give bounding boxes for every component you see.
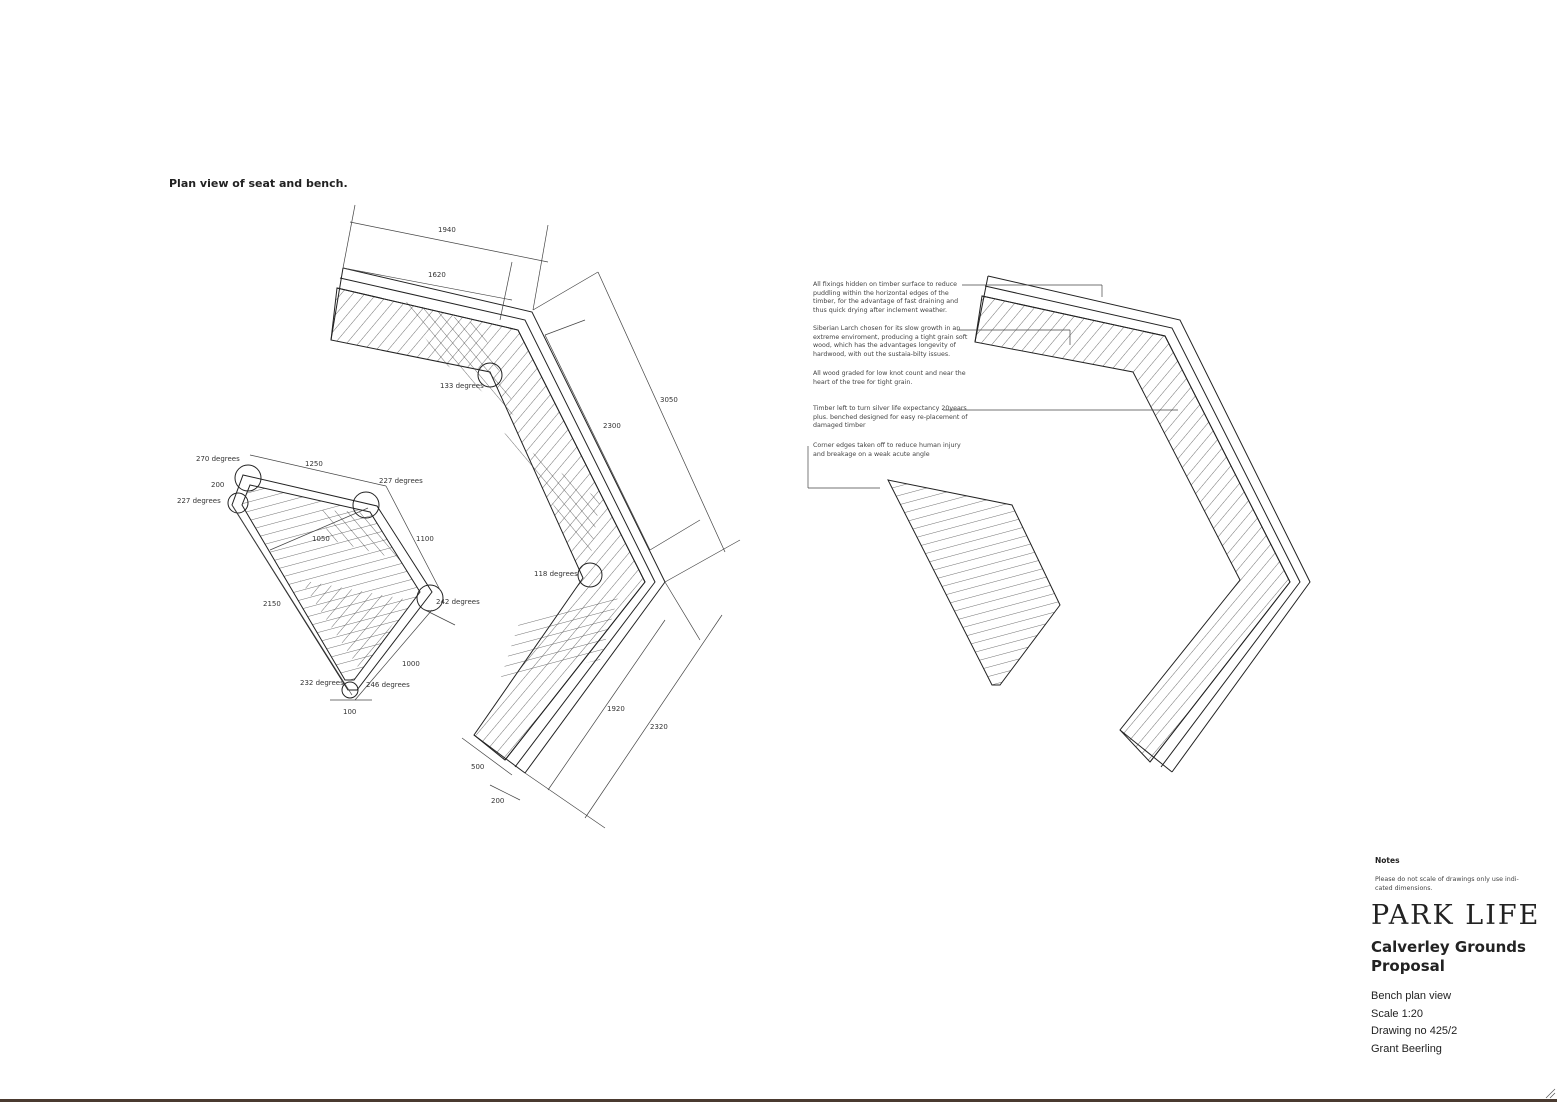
project-title: Calverley Grounds Proposal bbox=[1371, 938, 1526, 975]
dim-2150: 2150 bbox=[263, 600, 281, 608]
drawing-title: Plan view of seat and bench. bbox=[169, 177, 348, 190]
dimension-labels: 1940 1620 3050 2300 133 degrees 118 degr… bbox=[177, 226, 678, 805]
bench-right bbox=[974, 275, 1311, 773]
annotation-fixings: All fixings hidden on timber surface to … bbox=[813, 281, 959, 314]
bench-left bbox=[330, 267, 666, 774]
scale-text: Scale 1:20 bbox=[1371, 1007, 1423, 1020]
drawing-number: Drawing no 425/2 bbox=[1371, 1025, 1458, 1037]
table-left bbox=[227, 362, 603, 699]
dim-2300: 2300 bbox=[603, 422, 621, 430]
dim-1940: 1940 bbox=[438, 226, 456, 234]
dim-1920: 1920 bbox=[607, 705, 625, 713]
notes-text: Please do not scale of drawings only use… bbox=[1375, 876, 1519, 892]
angle-227-right: 227 degrees bbox=[379, 477, 423, 485]
annotation-larch: Siberian Larch chosen for its slow growt… bbox=[813, 325, 968, 358]
dim-1100: 1100 bbox=[416, 535, 434, 543]
annotation-corners: Corner edges taken off to reduce human i… bbox=[813, 442, 961, 458]
angle-246: 246 degrees bbox=[366, 681, 410, 689]
author: Grant Beerling bbox=[1371, 1042, 1442, 1055]
table-right bbox=[887, 479, 1061, 686]
angle-133: 133 degrees bbox=[440, 382, 484, 390]
dim-2320: 2320 bbox=[650, 723, 668, 731]
annotation-silver: Timber left to turn silver life expectan… bbox=[813, 405, 968, 430]
angle-270: 270 degrees bbox=[196, 455, 240, 463]
dim-500: 500 bbox=[471, 763, 484, 771]
dim-1000: 1000 bbox=[402, 660, 420, 668]
resize-grip-icon[interactable] bbox=[1545, 1088, 1556, 1099]
bottom-border bbox=[0, 1099, 1557, 1102]
angle-242: 242 degrees bbox=[436, 598, 480, 606]
angle-118: 118 degrees bbox=[534, 570, 578, 578]
leader-lines bbox=[807, 284, 1178, 489]
notes-heading: Notes bbox=[1375, 856, 1400, 865]
park-life-logo: PARK LIFE bbox=[1371, 900, 1541, 931]
dim-3050: 3050 bbox=[660, 396, 678, 404]
dim-1620: 1620 bbox=[428, 271, 446, 279]
drawing-title-text: Bench plan view bbox=[1371, 990, 1452, 1002]
dim-1250: 1250 bbox=[305, 460, 323, 468]
angle-232: 232 degrees bbox=[300, 679, 344, 687]
annotation-grading: All wood graded for low knot count and n… bbox=[813, 370, 966, 386]
dim-1050: 1050 bbox=[312, 535, 330, 543]
angle-227-left: 227 degrees bbox=[177, 497, 221, 505]
dim-200-bench: 200 bbox=[491, 797, 504, 805]
dimension-lines bbox=[231, 204, 741, 829]
dim-100: 100 bbox=[343, 708, 356, 716]
dim-200: 200 bbox=[211, 481, 224, 489]
drawing-info: Bench plan view Scale 1:20 Drawing no 42… bbox=[1371, 988, 1457, 1058]
